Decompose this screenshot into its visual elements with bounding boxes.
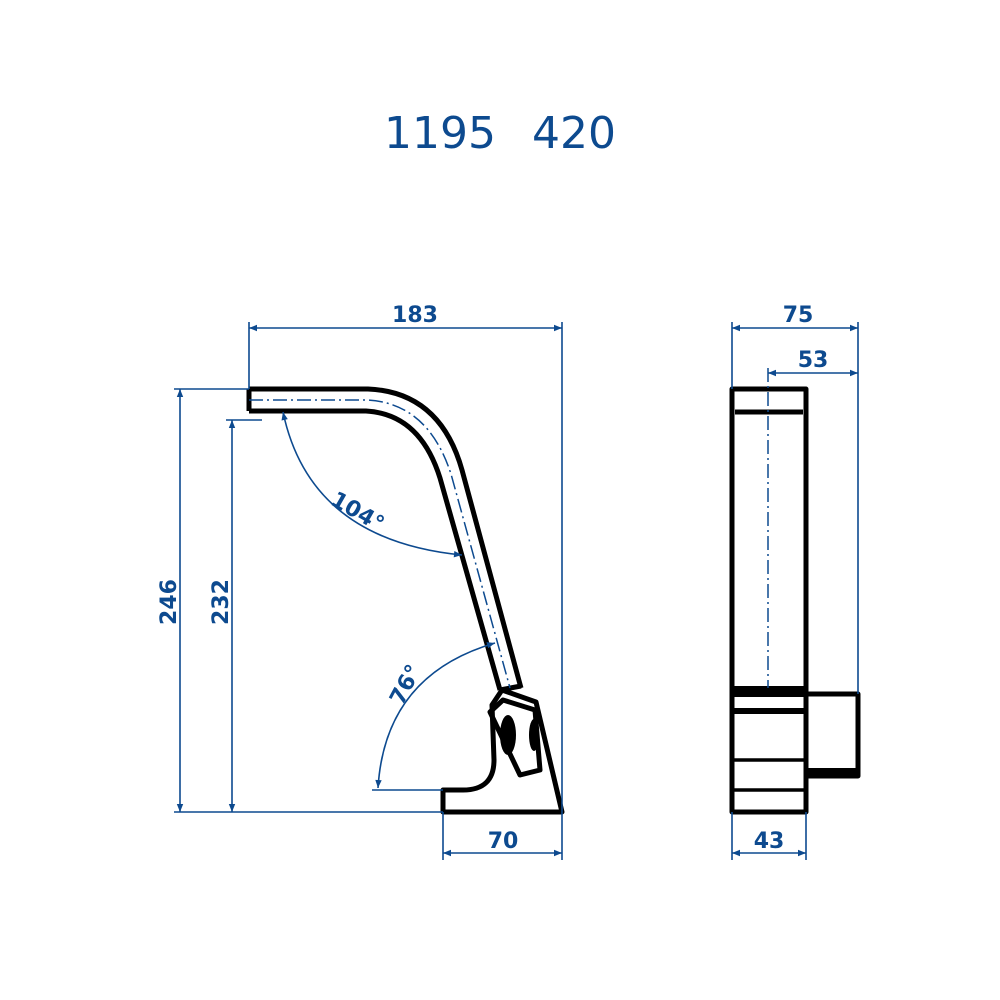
dim-label-246: 246 [157, 579, 182, 625]
dimension-183: 183 [248, 303, 563, 812]
angle-76: 76° [372, 642, 496, 791]
faucet-body [440, 687, 565, 815]
angle-label-104: 104° [326, 487, 388, 537]
faucet-spout [246, 386, 524, 693]
side-view: 75 53 43 [729, 303, 861, 860]
side-body-outline [729, 386, 809, 815]
dimension-43: 43 [731, 812, 807, 860]
side-handle [803, 691, 861, 779]
angle-104: 104° [281, 411, 463, 558]
dim-label-75: 75 [783, 303, 814, 328]
front-view: 183 246 232 70 104° [157, 303, 565, 860]
dim-label-232: 232 [209, 579, 234, 625]
dim-label-53: 53 [798, 348, 829, 373]
handle-knob [500, 715, 516, 755]
model-variant: 420 [532, 108, 616, 159]
dimension-53: 53 [768, 348, 858, 377]
dimension-70: 70 [442, 812, 563, 860]
model-title: 1195 420 [0, 108, 1000, 159]
dimension-246: 246 [157, 388, 443, 813]
dim-label-183: 183 [392, 303, 438, 328]
dim-label-70: 70 [488, 829, 519, 854]
model-code: 1195 [384, 108, 496, 159]
dimension-75: 75 [731, 303, 859, 694]
dimension-232: 232 [209, 419, 262, 812]
dim-label-43: 43 [754, 829, 785, 854]
